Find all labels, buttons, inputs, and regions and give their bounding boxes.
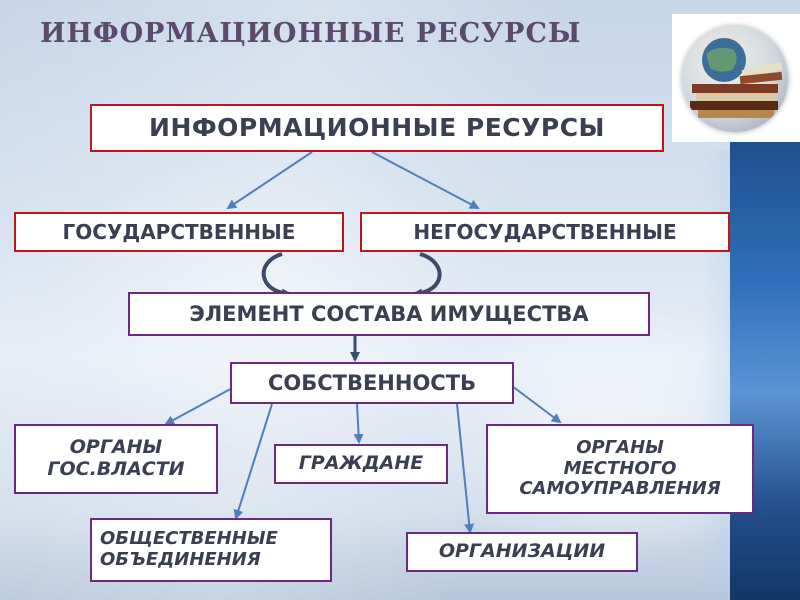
node-info-resources: ИНФОРМАЦИОННЫЕ РЕСУРСЫ	[90, 104, 664, 152]
gov-bodies-line-1: ОРГАНЫ	[70, 437, 162, 459]
arrow-root-state	[228, 152, 312, 208]
public-assoc-line-2: ОБЪЕДИНЕНИЯ	[100, 550, 261, 571]
curved-arrow-left	[264, 254, 290, 294]
node-state: ГОСУДАРСТВЕННЫЕ	[14, 212, 344, 252]
local-gov-line-1: ОРГАНЫ	[576, 438, 664, 459]
node-public-assoc: ОБЩЕСТВЕННЫЕ ОБЪЕДИНЕНИЯ	[90, 518, 332, 582]
arrow-to-citizens	[357, 404, 359, 442]
curved-arrow-right	[414, 254, 440, 294]
node-property-element: ЭЛЕМЕНТ СОСТАВА ИМУЩЕСТВА	[128, 292, 650, 336]
node-gov-bodies: ОРГАНЫ ГОС.ВЛАСТИ	[14, 424, 218, 494]
node-citizens: ГРАЖДАНЕ	[274, 444, 448, 484]
node-organizations: ОРГАНИЗАЦИИ	[406, 532, 638, 572]
arrow-to-gov-bodies	[166, 386, 236, 424]
local-gov-line-3: САМОУПРАВЛЕНИЯ	[519, 479, 720, 500]
node-local-gov: ОРГАНЫ МЕСТНОГО САМОУПРАВЛЕНИЯ	[486, 424, 754, 514]
node-ownership: СОБСТВЕННОСТЬ	[230, 362, 514, 404]
arrow-to-organizations	[457, 404, 470, 532]
arrow-root-nonstate	[372, 152, 478, 208]
arrow-to-local-gov	[512, 386, 560, 422]
local-gov-line-2: МЕСТНОГО	[564, 459, 677, 480]
node-nonstate: НЕГОСУДАРСТВЕННЫЕ	[360, 212, 730, 252]
public-assoc-line-1: ОБЩЕСТВЕННЫЕ	[100, 529, 278, 550]
gov-bodies-line-2: ГОС.ВЛАСТИ	[47, 459, 184, 481]
arrow-to-public-assoc	[236, 404, 272, 518]
